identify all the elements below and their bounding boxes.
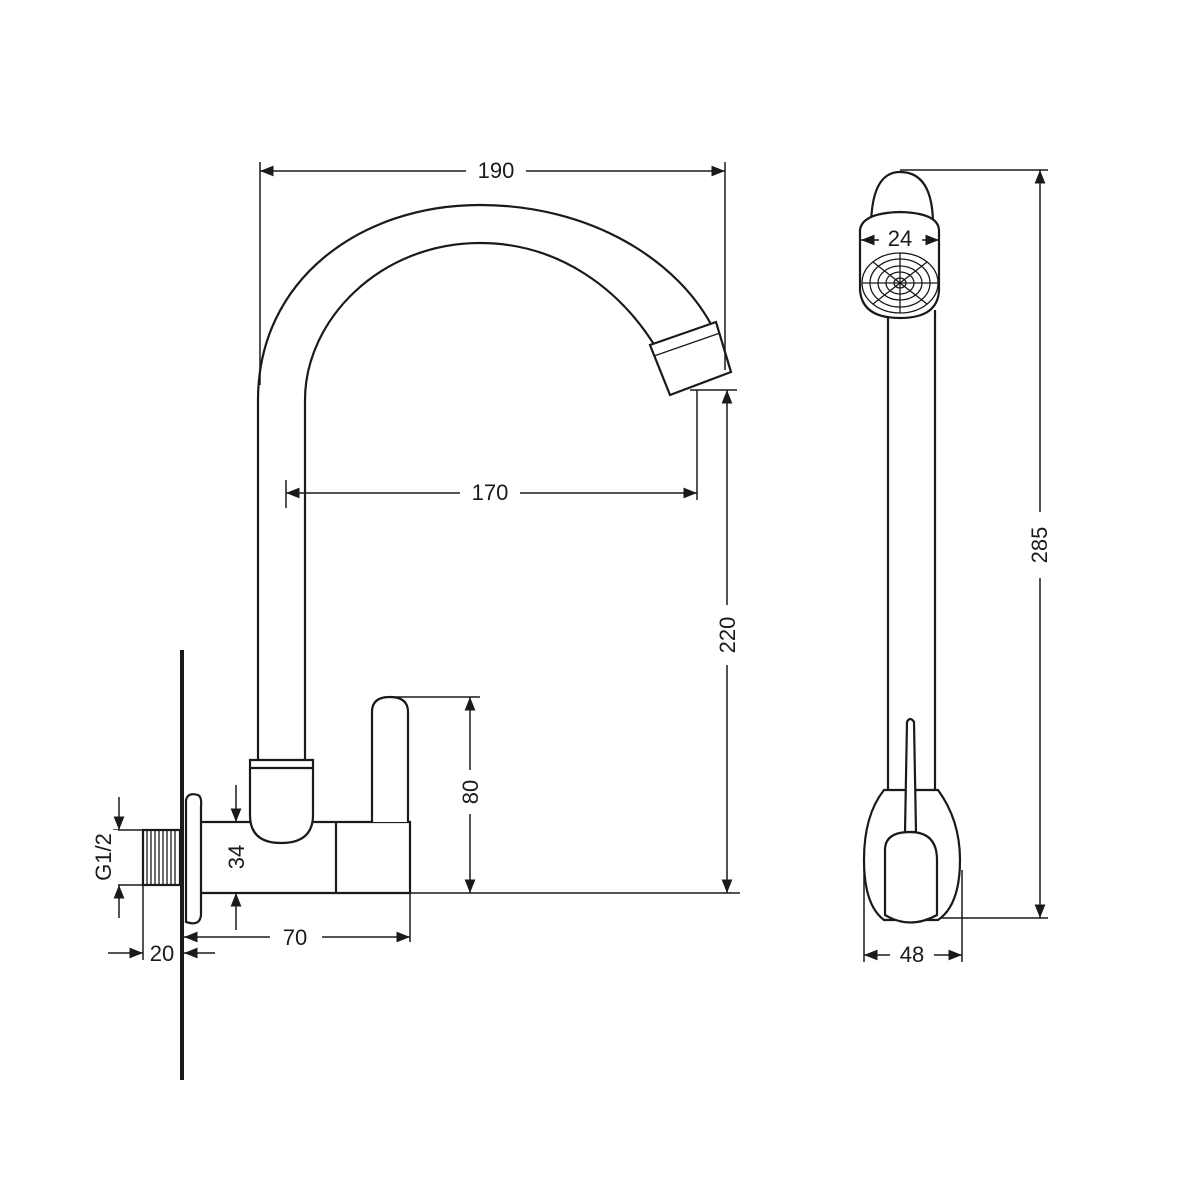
dim-label-g1-2: G1/2 — [91, 833, 116, 881]
dim-total-height: 285 — [900, 169, 1053, 919]
dim-body-diameter: 34 — [224, 785, 250, 930]
dim-base-width: 48 — [863, 870, 963, 969]
spout-outer — [256, 203, 716, 762]
aerator-mesh — [861, 252, 939, 314]
wall-flange — [184, 793, 203, 925]
dim-handle-height: 80 — [390, 696, 483, 893]
spout-nozzle — [648, 320, 733, 397]
spout-collar — [248, 758, 315, 845]
dim-label-170: 170 — [472, 480, 509, 505]
dim-label-285: 285 — [1027, 527, 1052, 564]
front-handle-base — [883, 830, 939, 924]
dim-spout-reach: 170 — [285, 389, 737, 508]
dim-label-20: 20 — [150, 941, 174, 966]
dim-label-24: 24 — [888, 226, 912, 251]
spout-inner — [303, 241, 656, 762]
dim-body-length: 70 — [184, 893, 411, 951]
front-lever-handle — [903, 717, 918, 834]
dim-label-34: 34 — [224, 845, 249, 869]
dim-thread-size: G1/2 — [91, 797, 145, 918]
front-view — [858, 170, 962, 924]
dim-thread-length: 20 — [108, 885, 215, 966]
spout-top-dome — [869, 170, 935, 227]
dim-label-70: 70 — [283, 925, 307, 950]
lever-handle — [370, 695, 410, 822]
dim-label-80: 80 — [458, 780, 483, 804]
dim-label-48: 48 — [900, 942, 924, 967]
dim-label-190: 190 — [478, 158, 515, 183]
dim-overall-reach: 190 — [259, 158, 726, 385]
dim-aerator-width: 24 — [861, 226, 939, 251]
side-view — [141, 203, 733, 1080]
dim-label-220: 220 — [715, 617, 740, 654]
thread-connector — [141, 828, 182, 887]
dim-spout-height: 220 — [410, 390, 740, 894]
